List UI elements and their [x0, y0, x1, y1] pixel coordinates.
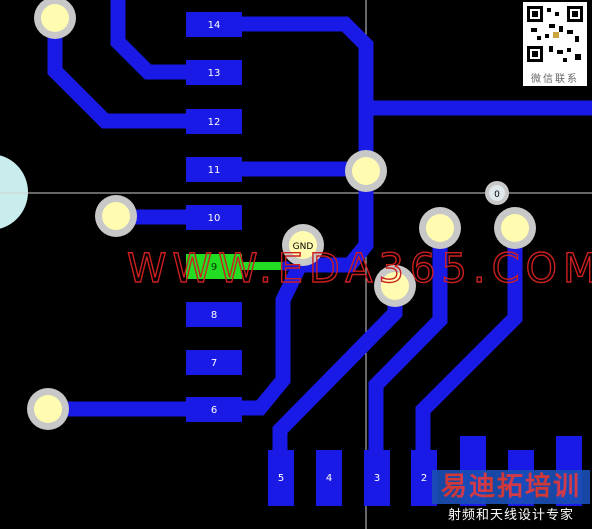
logo-subtitle: 射频和天线设计专家	[447, 508, 574, 523]
origin-marker-label: 0	[494, 190, 500, 200]
gnd-connection-dot	[281, 261, 291, 271]
pad-3[interactable]: 3	[364, 450, 390, 506]
via-top-left[interactable]	[34, 0, 76, 39]
via-gnd[interactable]: GND	[282, 224, 324, 266]
pad-12[interactable]: 12	[186, 109, 242, 134]
svg-text:7: 7	[211, 358, 217, 369]
pad-5[interactable]: 5	[268, 450, 294, 506]
brand-logo: 易迪拓培训 射频和天线设计专家	[432, 470, 590, 528]
watermark-text: WWW.EDA365.COM	[127, 246, 592, 292]
vias: GND 0	[27, 0, 536, 430]
logo-title: 易迪拓培训	[432, 470, 590, 504]
pad-9-selected[interactable]: 9	[186, 254, 242, 279]
left-pad-column: 14 13 12 11 10 9 8 7 6	[186, 12, 242, 422]
pad-10[interactable]: 10	[186, 205, 242, 230]
svg-text:9: 9	[211, 262, 217, 273]
svg-text:14: 14	[208, 20, 221, 31]
via-bottom-left[interactable]	[27, 388, 69, 430]
svg-text:13: 13	[208, 68, 221, 79]
svg-text:11: 11	[208, 165, 221, 176]
qr-caption: 微信联系	[531, 74, 579, 85]
via-right-1[interactable]	[419, 207, 461, 249]
gnd-label: GND	[293, 242, 314, 252]
svg-text:5: 5	[278, 473, 284, 484]
pad-13[interactable]: 13	[186, 60, 242, 85]
qr-code-pattern	[523, 2, 587, 66]
svg-text:8: 8	[211, 310, 217, 321]
via-pad-10[interactable]	[95, 195, 137, 237]
svg-text:4: 4	[326, 473, 332, 484]
qr-code: 微信联系	[523, 2, 587, 86]
via-right-2[interactable]	[494, 207, 536, 249]
pad-4[interactable]: 4	[316, 450, 342, 506]
pad-8[interactable]: 8	[186, 302, 242, 327]
svg-text:3: 3	[374, 473, 380, 484]
pad-6[interactable]: 6	[186, 397, 242, 422]
pad-11[interactable]: 11	[186, 157, 242, 182]
pad-7[interactable]: 7	[186, 350, 242, 375]
svg-text:6: 6	[211, 405, 217, 416]
svg-text:10: 10	[208, 213, 221, 224]
via-mid[interactable]	[374, 265, 416, 307]
via-center[interactable]	[345, 150, 387, 192]
svg-text:12: 12	[208, 117, 221, 128]
svg-text:2: 2	[421, 473, 427, 484]
component-outline-left	[0, 155, 28, 229]
origin-marker[interactable]: 0	[485, 181, 509, 205]
pad-14[interactable]: 14	[186, 12, 242, 37]
